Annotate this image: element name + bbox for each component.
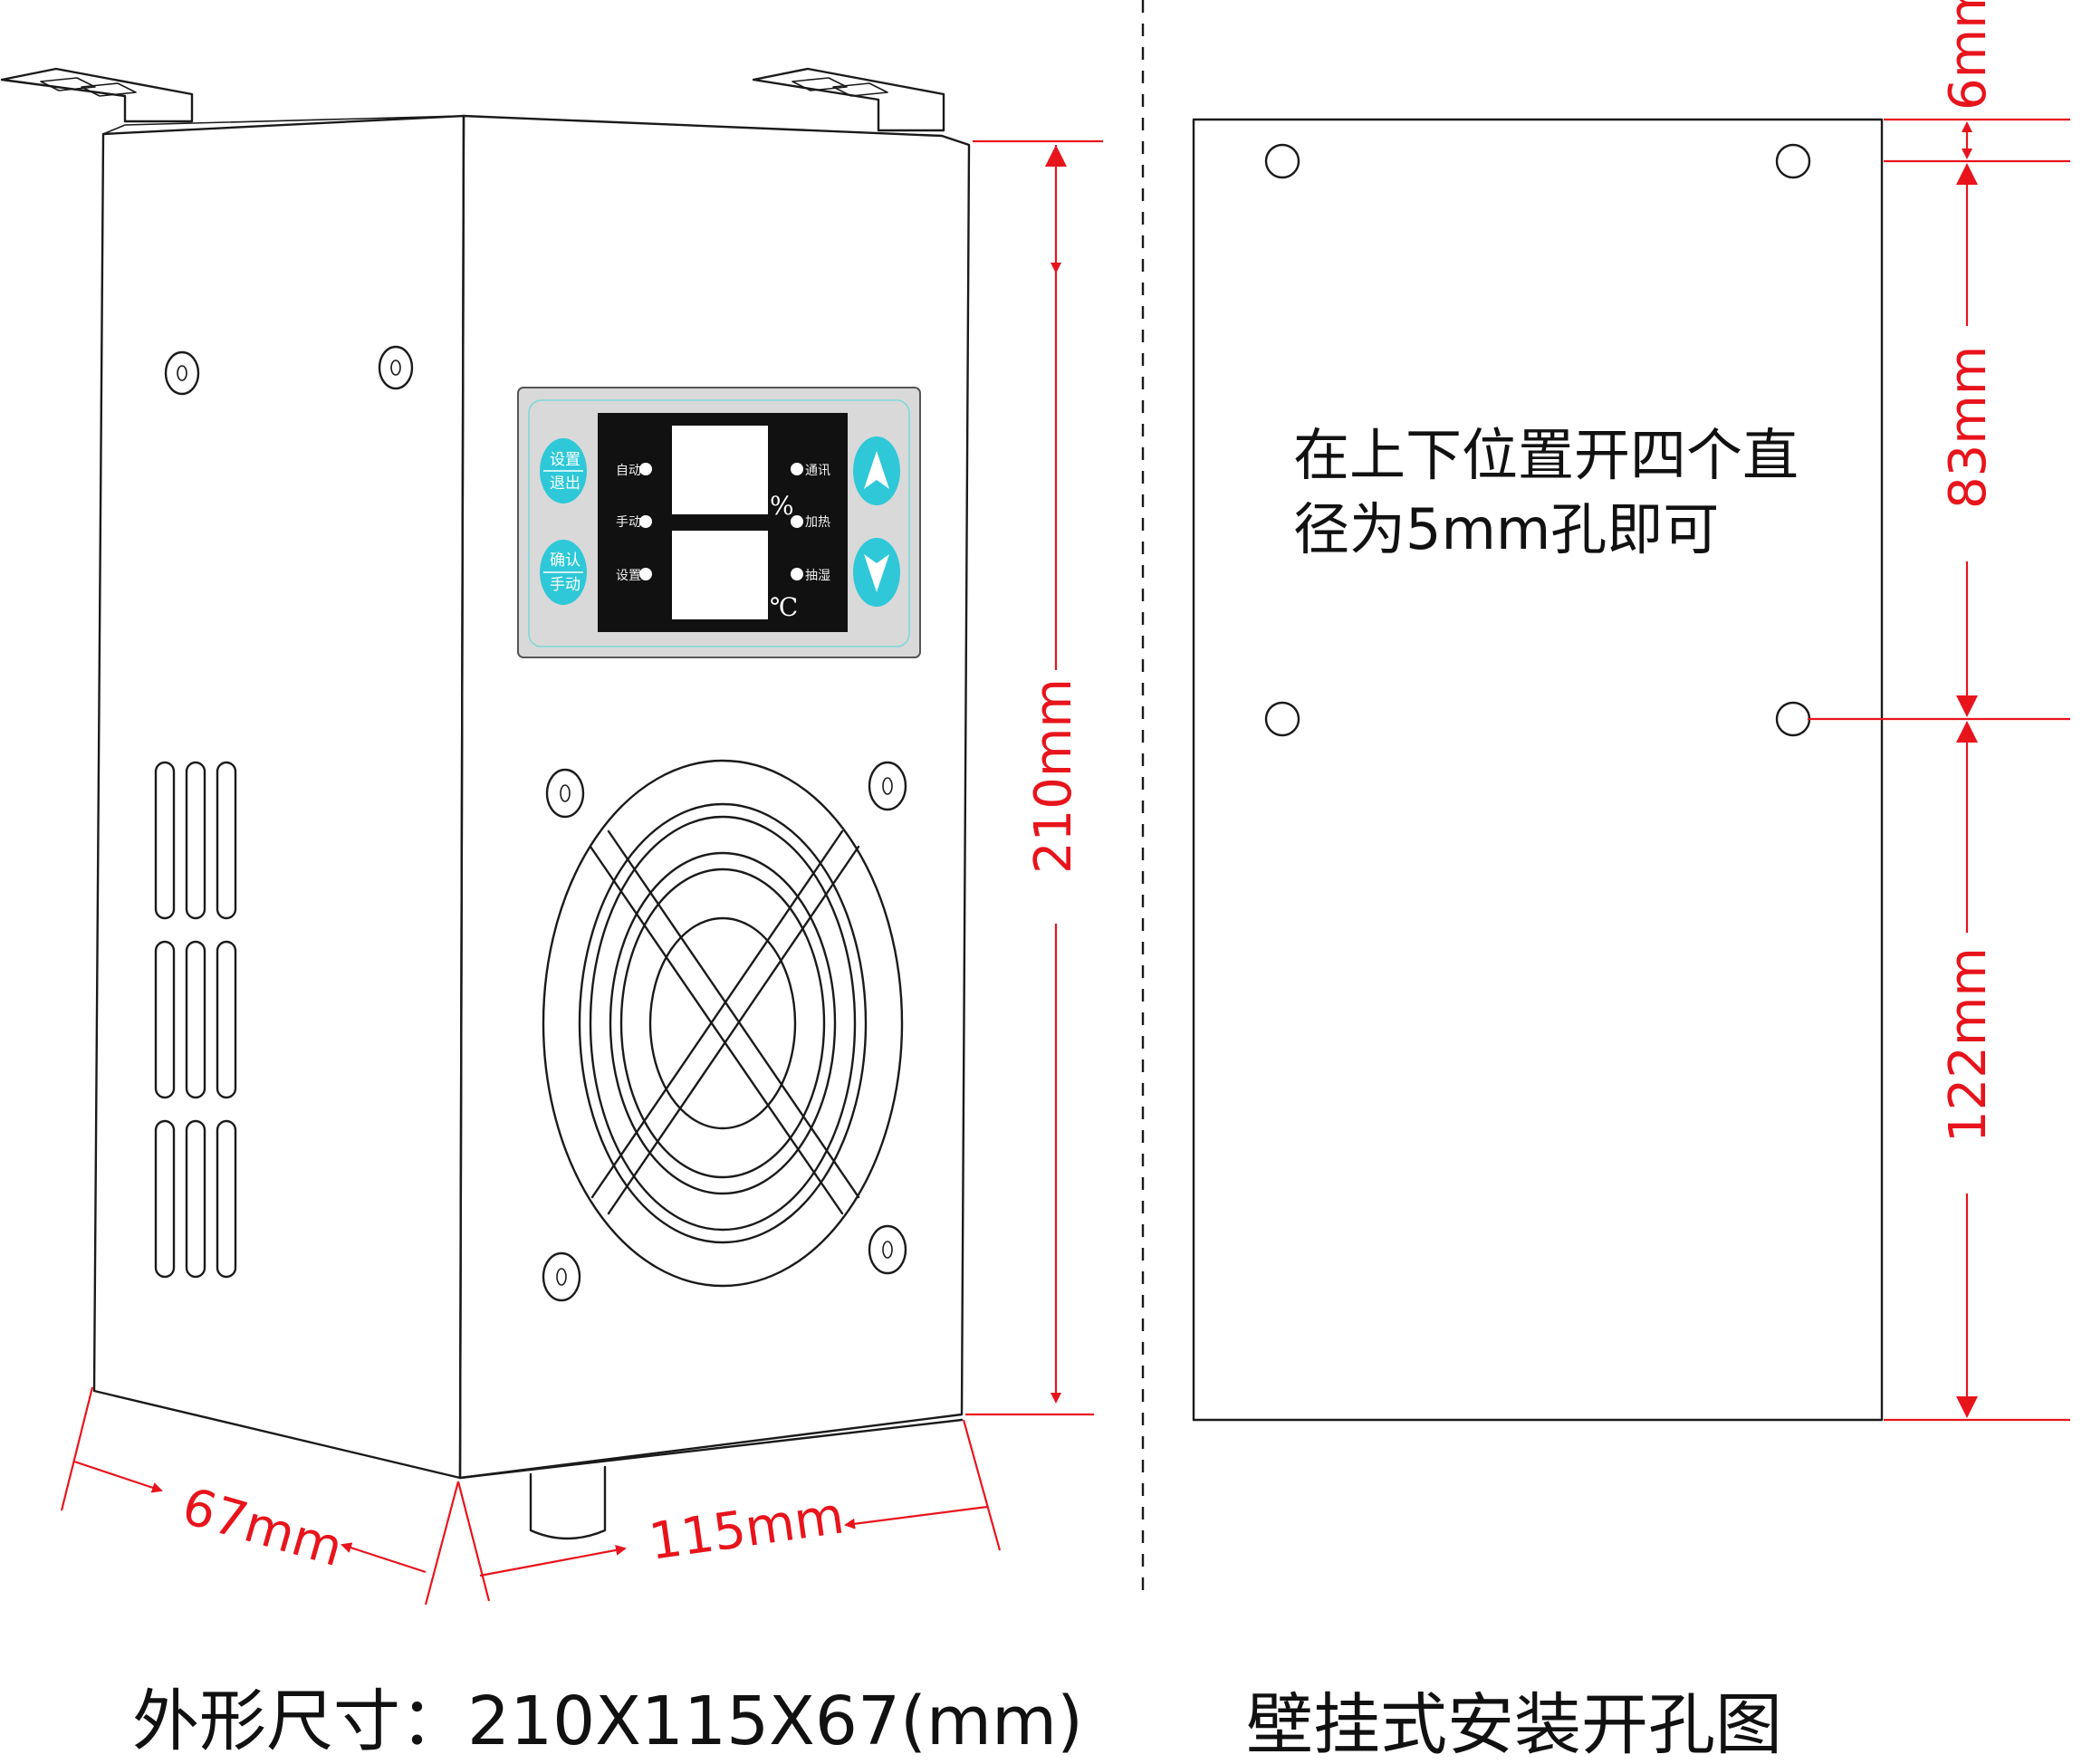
indicator-label-dehumidify: 抽湿 (805, 569, 830, 583)
confirm-label: 确认 (550, 551, 580, 570)
up-button[interactable] (853, 436, 900, 505)
mounting-hole-icon (1775, 701, 1811, 737)
led-icon (791, 463, 803, 475)
indicator-label-auto: 自动 (616, 464, 641, 478)
control-panel: % ℃ 自动 手动 设置 通讯 加热 抽湿 设置 退出 (517, 387, 921, 658)
temperature-unit: ℃ (770, 592, 798, 622)
led-icon (639, 515, 652, 528)
side-screws (164, 345, 414, 396)
mounting-dimensions: 6mm 83mm 122mm (1808, 0, 2070, 1422)
led-icon (639, 568, 652, 580)
mounting-hole-icon (1264, 701, 1300, 737)
humidity-unit: % (770, 491, 794, 521)
fan-grill (542, 759, 904, 1288)
dimensions-caption: 外形尺寸：210X115X67(mm) (132, 1683, 1083, 1760)
led-icon (791, 568, 803, 580)
mounting-hole-icon (1775, 143, 1811, 179)
set-exit-button[interactable]: 设置 退出 (540, 438, 587, 503)
mounting-note-line2: 径为5mm孔即可 (1293, 496, 1719, 562)
width-dimension-label: 115mm (646, 1486, 848, 1571)
height-dimension-label: 210mm (1024, 678, 1083, 874)
set-label: 设置 (550, 451, 580, 469)
indicator-label-heat: 加热 (805, 515, 830, 530)
arrow-down-icon (864, 554, 889, 592)
mounting-caption: 壁挂式安装开孔图 (1246, 1686, 1782, 1764)
led-icon (639, 463, 652, 475)
led-icon (791, 515, 803, 528)
top-offset-dimension-label: 6mm (1939, 0, 1998, 110)
humidity-readout (672, 426, 768, 514)
indicator-label-setting: 设置 (616, 569, 641, 583)
indicator-label-manual: 手动 (616, 515, 641, 530)
temperature-readout (672, 531, 768, 619)
down-button[interactable] (853, 538, 900, 607)
mounting-hole-icon (1264, 143, 1300, 179)
front-panel (458, 114, 971, 1480)
mounting-note-line1: 在上下位置开四个直 (1293, 422, 1799, 488)
front-screws (542, 761, 907, 1302)
confirm-manual-button[interactable]: 确认 手动 (540, 540, 587, 605)
manual-label: 手动 (550, 576, 580, 594)
arrow-up-icon (864, 451, 889, 489)
depth-dimension-label: 67mm (176, 1477, 349, 1578)
device-outline: % ℃ 自动 手动 设置 通讯 加热 抽湿 设置 退出 (0, 67, 971, 1540)
side-panel (92, 114, 465, 1480)
indicator-label-comm: 通讯 (805, 464, 830, 478)
mounting-plate: 在上下位置开四个直 径为5mm孔即可 (1192, 118, 1884, 1422)
lower-spacing-dimension-label: 122mm (1939, 947, 1998, 1143)
left-bracket (0, 67, 194, 123)
exit-label: 退出 (550, 475, 580, 493)
cable-gland (529, 1465, 607, 1540)
upper-spacing-dimension-label: 83mm (1939, 346, 1998, 509)
right-bracket (752, 67, 945, 132)
side-vents (154, 761, 237, 1279)
